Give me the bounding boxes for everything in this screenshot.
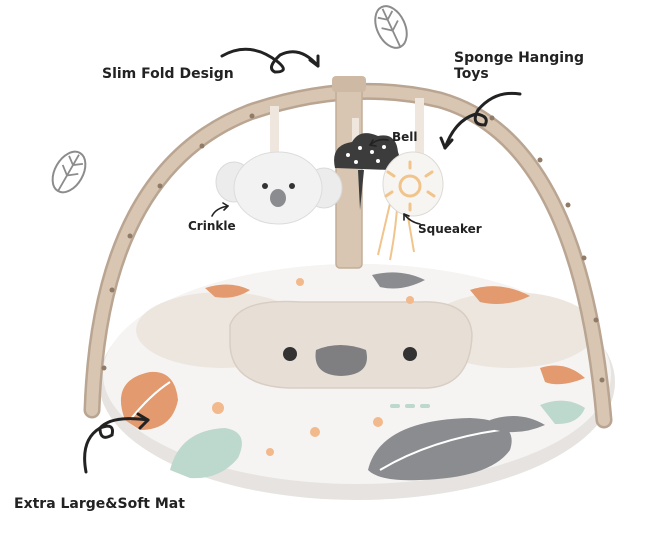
play-mat	[99, 264, 615, 500]
mat-leaf-grey	[368, 418, 512, 481]
koala-crinkle-toy	[215, 151, 343, 225]
curved-arrow-icon	[369, 138, 389, 147]
curved-arrow-icon	[83, 412, 150, 474]
leaf-doodle-icon	[374, 5, 408, 49]
label-crinkle: Crinkle	[188, 219, 236, 233]
curved-arrow-icon	[403, 213, 421, 225]
label-sponge-hanging-toys: Sponge Hanging Toys	[454, 50, 584, 82]
cloud-bell-toy	[334, 133, 400, 210]
label-sponge-line2: Toys	[454, 66, 489, 83]
wooden-arch	[83, 76, 613, 429]
label-bell: Bell	[392, 130, 418, 144]
curved-arrow-icon	[211, 202, 229, 217]
mat-koala-face	[229, 300, 473, 389]
curved-arrow-icon	[220, 47, 320, 74]
center-post	[335, 77, 363, 269]
mat-leaf-green	[170, 400, 585, 479]
curved-arrow-icon	[439, 91, 522, 150]
mat-leaf-orange	[120, 371, 178, 430]
label-squeaker: Squeaker	[418, 222, 482, 236]
leaf-doodle-icon	[51, 150, 87, 194]
sun-squeaker-toy	[382, 151, 444, 217]
label-sponge-line1: Sponge Hanging	[454, 50, 585, 66]
label-extra-large-soft-mat: Extra Large&Soft Mat	[14, 496, 185, 512]
label-slim-fold-design: Slim Fold Design	[102, 66, 234, 82]
